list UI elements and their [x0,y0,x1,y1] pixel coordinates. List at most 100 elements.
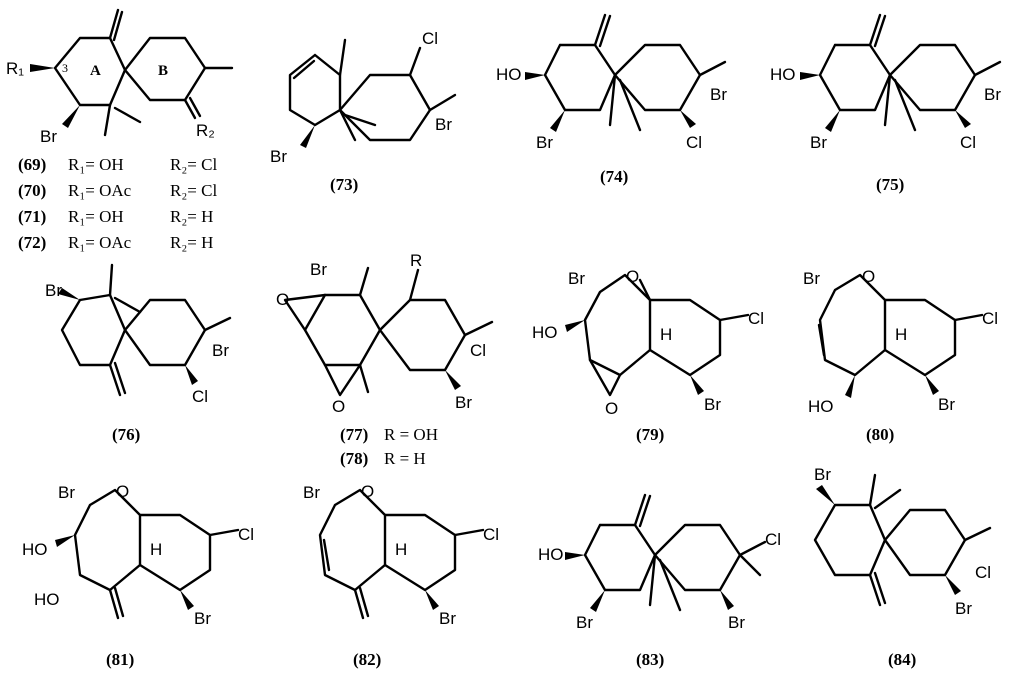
cl-atom: Cl [765,530,781,549]
cl-atom: Cl [748,309,764,328]
compound-77-78: Br O O R Cl Br (77) R = OH (78) R = H [276,251,494,468]
ring-b-label: B [158,63,168,79]
svg-text:(70): (70) [18,181,46,200]
br-atom: Br [45,281,62,300]
compound-label: (75) [876,175,904,194]
compound-75: HO Br Br Cl (75) [770,13,1001,194]
h-atom: H [395,540,407,559]
compound-label: (79) [636,425,664,444]
br-atom: Br [194,609,211,628]
legend-69-72: (69) R₁= OH R₂= Cl (70) R₁= OAc R₂= Cl (… [18,155,217,252]
svg-text:(78): (78) [340,449,368,468]
br-atom: Br [803,269,820,288]
h-atom: H [150,540,162,559]
br-atom: Br [212,341,229,360]
ho-group: HO [770,65,796,84]
h-atom: H [895,325,907,344]
compound-label: (80) [866,425,894,444]
ring-a-label: A [90,63,101,79]
compound-label: (84) [888,650,916,669]
bridge-o: O [361,482,374,501]
svg-text:R₁= OAc: R₁= OAc [68,233,132,252]
svg-text:R₂= H: R₂= H [170,233,213,252]
svg-text:R = OH: R = OH [384,425,438,444]
br-atom: Br [728,613,745,632]
br-atom: Br [40,127,57,146]
compound-80: Br O H Cl Br HO (80) [803,267,998,444]
compound-label: (73) [330,175,358,194]
svg-text:R = H: R = H [384,449,426,468]
compound-74: HO Br Br Cl (74) [496,13,727,186]
ho-group: HO [808,397,834,416]
svg-text:R₂= Cl: R₂= Cl [170,181,217,200]
br-atom: Br [814,465,831,484]
br-atom: Br [439,609,456,628]
ho-group: HO [496,65,522,84]
compound-label: (76) [112,425,140,444]
ho-group: HO [34,590,60,609]
compound-82: Br O H Cl Br (82) [303,482,499,669]
cl-atom: Cl [238,525,254,544]
br-atom: Br [710,85,727,104]
epoxide-o: O [276,290,289,309]
cl-atom: Cl [483,525,499,544]
cl-atom: Cl [192,387,208,406]
compound-84: Br Cl Br (84) [813,465,992,669]
ho-group: HO [22,540,48,559]
svg-text:R₂= H: R₂= H [170,207,213,226]
compound-76: Br Br Cl (76) [45,263,232,444]
br-atom: Br [984,85,1001,104]
r-label: R [410,251,422,270]
compound-83: HO Cl Br Br (83) [538,493,781,669]
br-atom: Br [435,115,452,134]
compound-73: Cl Br Br (73) [270,29,457,194]
bridge-o: O [862,267,875,286]
compound-label: (82) [353,650,381,669]
br-atom: Br [568,269,585,288]
epoxide-o: O [605,399,618,418]
h-atom: H [660,325,672,344]
compound-79: Br O HO H Cl Br O (79) [532,267,764,444]
svg-text:(69): (69) [18,155,46,174]
cl-atom: Cl [960,133,976,152]
br-atom: Br [704,395,721,414]
cl-atom: Cl [686,133,702,152]
br-atom: Br [536,133,553,152]
svg-text:R₁= OAc: R₁= OAc [68,181,132,200]
cl-atom: Cl [422,29,438,48]
compound-81: Br O HO HO H Cl Br (81) [22,482,254,669]
br-atom: Br [576,613,593,632]
legend-row: (69) R₁= OH R₂= Cl [18,155,217,174]
legend-77-78: (77) R = OH (78) R = H [340,425,438,468]
r2-label: R₂ [196,121,215,140]
epoxide-o: O [332,397,345,416]
br-atom: Br [455,393,472,412]
legend-row: (72) R₁= OAc R₂= H [18,233,213,252]
br-atom: Br [58,483,75,502]
svg-text:R₁= OH: R₁= OH [68,155,124,174]
br-atom: Br [810,133,827,152]
cl-atom: Cl [470,341,486,360]
svg-text:(72): (72) [18,233,46,252]
position-3-label: 3 [62,61,68,75]
compound-label: (81) [106,650,134,669]
legend-row: (70) R₁= OAc R₂= Cl [18,181,217,200]
svg-text:R₁= OH: R₁= OH [68,207,124,226]
bridge-o: O [626,267,639,286]
bridge-o: O [116,482,129,501]
br-atom: Br [955,599,972,618]
svg-text:(77): (77) [340,425,368,444]
br-atom: Br [270,147,287,166]
r1-label: R₁ [6,59,24,78]
svg-text:(71): (71) [18,207,46,226]
compound-label: (74) [600,167,628,186]
compound-69-72: R₁ 3 A B Br R₂ [6,8,234,146]
svg-text:R₂= Cl: R₂= Cl [170,155,217,174]
compound-label: (83) [636,650,664,669]
br-atom: Br [310,260,327,279]
legend-row: (71) R₁= OH R₂= H [18,207,213,226]
cl-atom: Cl [982,309,998,328]
ho-group: HO [538,545,564,564]
